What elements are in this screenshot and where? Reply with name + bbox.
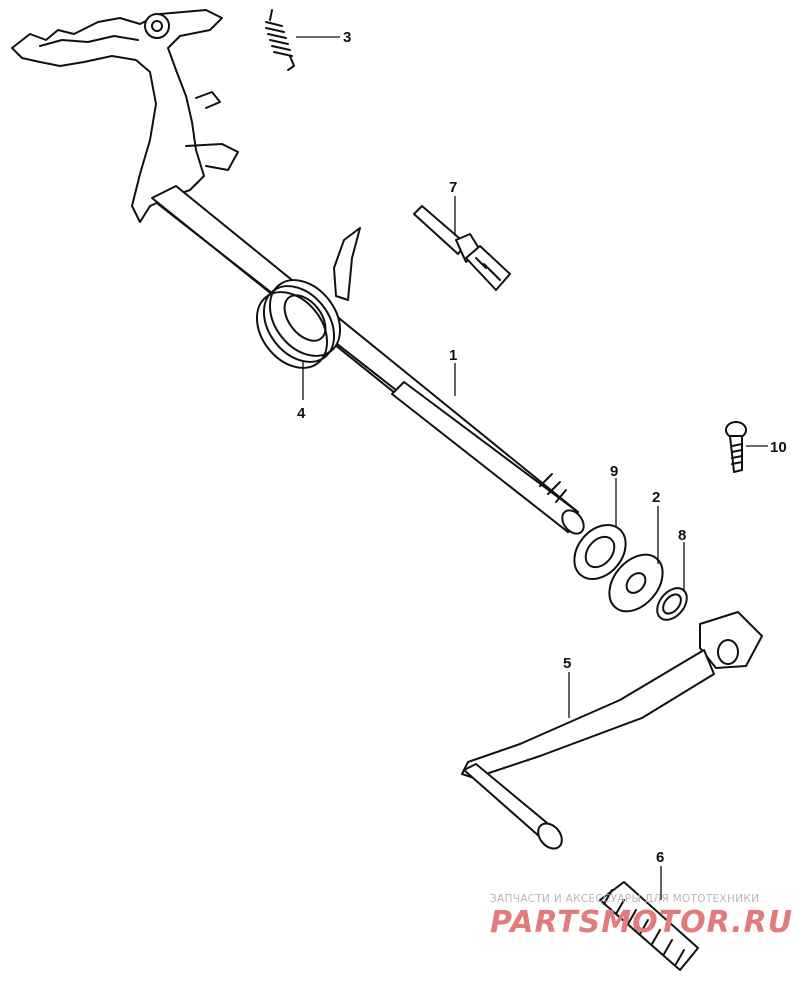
- callout-4: 4: [297, 405, 306, 422]
- callout-2: 2: [652, 489, 660, 506]
- watermark: ЗАПЧАСТИ И АКСЕССУАРЫ ДЛЯ МОТОТЕХНИКИ PA…: [490, 893, 793, 940]
- shift-arm-plate: [11, 9, 239, 223]
- return-spring: [255, 227, 361, 369]
- callout-5: 5: [563, 655, 571, 672]
- callout-1: 1: [449, 347, 457, 364]
- washer: [608, 553, 664, 613]
- callout-10: 10: [770, 439, 787, 456]
- watermark-tagline: ЗАПЧАСТИ И АКСЕССУАРЫ ДЛЯ МОТОТЕХНИКИ: [490, 893, 759, 905]
- callout-9: 9: [610, 463, 618, 480]
- leader-lines: [296, 36, 768, 900]
- circlip: [656, 587, 688, 621]
- gearshift-pedal: [461, 611, 763, 850]
- callout-8: 8: [678, 527, 686, 544]
- callout-labels: 1 2 3 4 5 6 7 8 9 10: [297, 29, 787, 866]
- tension-spring: [265, 9, 295, 71]
- callout-7: 7: [449, 179, 457, 196]
- oil-seal: [573, 524, 627, 580]
- pedal-rubber: [599, 881, 699, 971]
- watermark-logo-text: PARTSMOTOR.RU: [490, 905, 793, 940]
- stopper-bolt: [413, 205, 511, 291]
- callout-3: 3: [343, 29, 351, 46]
- callout-6: 6: [656, 849, 664, 866]
- gearshift-spindle: [151, 185, 585, 535]
- pedal-bolt: [725, 421, 747, 473]
